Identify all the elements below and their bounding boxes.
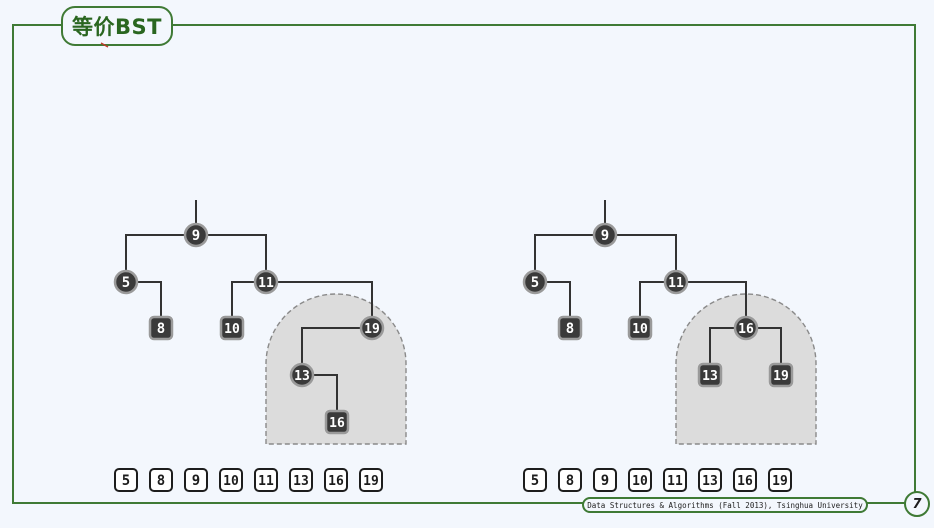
right-tree-inorder-label-10: 10 [632, 474, 648, 489]
right-tree-edge-9-5 [534, 234, 605, 282]
right-tree-node-5 [522, 269, 548, 295]
right-tree-inorder-label-19: 19 [772, 474, 788, 489]
right-tree-node-label-8: 8 [566, 321, 574, 337]
right-tree-node-label-10: 10 [632, 322, 648, 337]
left-tree-inorder-label-19: 19 [363, 474, 379, 489]
right-tree-node-8 [557, 315, 583, 341]
left-tree-node-11 [253, 269, 279, 295]
left-tree-edge-19-13 [301, 327, 372, 375]
left-tree-node-10 [219, 315, 245, 341]
left-tree-node-9 [183, 222, 209, 248]
left-tree-inorder-box-19 [359, 468, 383, 492]
left-tree-node-label-8: 8 [157, 321, 165, 337]
left-tree-node-5 [113, 269, 139, 295]
left-tree-inorder-label-5: 5 [122, 473, 130, 489]
left-tree-edge-11-19 [266, 281, 373, 328]
left-tree-inorder-label-16: 16 [328, 474, 344, 489]
left-tree-inorder-box-8 [149, 468, 173, 492]
right-tree-inorder-box-11 [663, 468, 687, 492]
left-tree-node-19 [359, 315, 385, 341]
slide-title-box: 等价BST [61, 6, 173, 46]
left-tree-node-label-19: 19 [364, 322, 380, 337]
left-tree-inorder-label-13: 13 [293, 474, 309, 489]
left-tree-node-8 [148, 315, 174, 341]
left-tree-inorder-box-13 [289, 468, 313, 492]
page-number: 7 [912, 496, 922, 512]
right-tree-inorder-box-10 [628, 468, 652, 492]
left-tree-node-label-5: 5 [122, 275, 130, 291]
slide-frame [12, 24, 916, 504]
right-tree-inorder-box-5 [523, 468, 547, 492]
left-tree-node-13 [289, 362, 315, 388]
left-tree-node-label-9: 9 [192, 228, 200, 244]
left-tree-inorder-box-11 [254, 468, 278, 492]
right-tree-node-label-9: 9 [601, 228, 609, 244]
left-tree-inorder-label-11: 11 [258, 474, 274, 489]
right-tree-inorder-label-5: 5 [531, 473, 539, 489]
left-tree-inorder-box-10 [219, 468, 243, 492]
left-tree-node-label-10: 10 [224, 322, 240, 337]
right-tree-node-label-11: 11 [668, 276, 684, 291]
left-tree-inorder-box-9 [184, 468, 208, 492]
footer-credit: Data Structures & Algorithms (Fall 2013)… [582, 497, 868, 513]
left-tree-inorder-box-5 [114, 468, 138, 492]
right-tree-node-label-19: 19 [773, 369, 789, 384]
right-tree-node-10 [627, 315, 653, 341]
right-tree-node-11 [663, 269, 689, 295]
right-tree-node-9 [592, 222, 618, 248]
right-tree-node-13 [697, 362, 723, 388]
left-tree-inorder-label-8: 8 [157, 473, 165, 489]
left-tree-node-label-11: 11 [258, 276, 274, 291]
right-tree-inorder-label-8: 8 [566, 473, 574, 489]
right-tree-node-19 [768, 362, 794, 388]
left-tree-inorder-box-16 [324, 468, 348, 492]
right-tree-inorder-label-16: 16 [737, 474, 753, 489]
right-tree-node-label-13: 13 [702, 369, 718, 384]
left-tree-node-label-16: 16 [329, 416, 345, 431]
left-tree-edge-9-5 [125, 234, 196, 282]
right-tree-edge-11-16 [676, 281, 747, 328]
left-tree-node-16 [324, 409, 350, 435]
right-tree-inorder-label-11: 11 [667, 474, 683, 489]
pen-mark-icon [100, 42, 109, 48]
right-tree-inorder-box-19 [768, 468, 792, 492]
right-tree-inorder-box-16 [733, 468, 757, 492]
right-tree-inorder-box-9 [593, 468, 617, 492]
right-tree-node-16 [733, 315, 759, 341]
right-tree-inorder-label-13: 13 [702, 474, 718, 489]
right-tree-edge-9-11 [605, 234, 677, 282]
footer-text: Data Structures & Algorithms (Fall 2013)… [587, 500, 863, 510]
right-tree-node-label-5: 5 [531, 275, 539, 291]
left-tree-inorder-label-9: 9 [192, 473, 200, 489]
slide-title: 等价BST [72, 15, 162, 39]
left-tree-edge-9-11 [196, 234, 267, 282]
left-tree-inorder-label-10: 10 [223, 474, 239, 489]
right-tree-inorder-box-13 [698, 468, 722, 492]
right-tree-inorder-label-9: 9 [601, 473, 609, 489]
right-tree-node-label-16: 16 [738, 322, 754, 337]
left-tree-node-label-13: 13 [294, 369, 310, 384]
page-number-badge: 7 [904, 491, 930, 517]
right-tree-inorder-box-8 [558, 468, 582, 492]
